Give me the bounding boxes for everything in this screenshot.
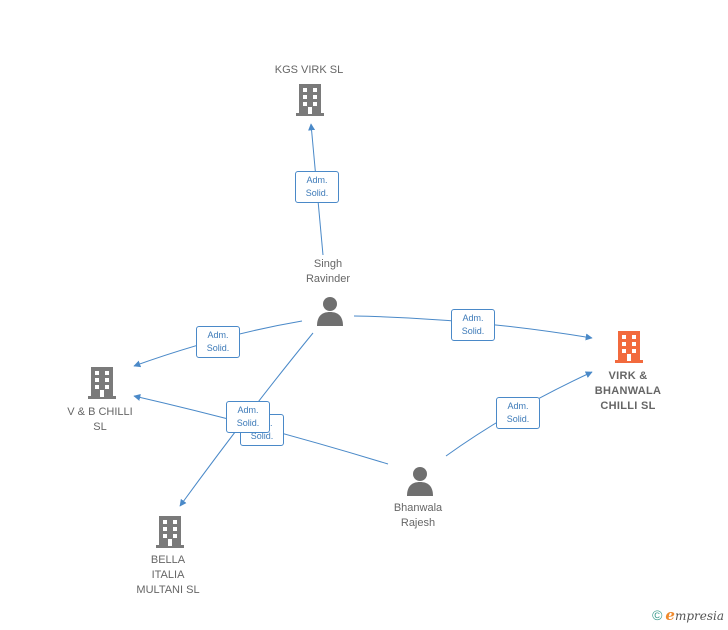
building-icon[interactable]	[88, 367, 116, 399]
role-line: Solid.	[461, 326, 485, 336]
company-label-virk-bhanwala[interactable]: VIRK & BHANWALA CHILLI SL	[576, 369, 680, 414]
edge-label-singh-bella[interactable]: Adm. Solid.	[226, 401, 270, 433]
building-icon[interactable]	[296, 84, 324, 116]
label-line: Rajesh	[400, 517, 436, 529]
label-line: BHANWALA	[594, 385, 662, 397]
role-line: Adm.	[207, 330, 229, 340]
role-line: Solid.	[236, 418, 260, 428]
role-line: Adm.	[306, 175, 328, 185]
label-line: V & B CHILLI	[67, 406, 133, 418]
edge-label-bhanwala-virk[interactable]: Adm. Solid.	[496, 397, 540, 429]
company-label-kgs-virk[interactable]: KGS VIRK SL	[274, 64, 344, 76]
label-line: Singh	[313, 258, 343, 270]
role-line: Solid.	[305, 188, 329, 198]
role-line: Solid.	[206, 343, 230, 353]
building-icon-focus[interactable]	[615, 331, 643, 363]
label-line: ITALIA	[151, 569, 185, 581]
label-line: Ravinder	[305, 273, 351, 285]
person-label-singh-ravinder[interactable]: Singh Ravinder	[280, 257, 376, 287]
label-line: SL	[93, 421, 107, 433]
role-line: Adm.	[507, 401, 529, 411]
person-label-bhanwala-rajesh[interactable]: Bhanwala Rajesh	[370, 501, 466, 531]
role-line: Adm.	[462, 313, 484, 323]
edge-label-singh-kgs[interactable]: Adm. Solid.	[295, 171, 339, 203]
role-line: Solid.	[506, 414, 530, 424]
person-icon[interactable]	[407, 467, 433, 496]
building-icon[interactable]	[156, 516, 184, 548]
label-line: VIRK &	[608, 370, 648, 382]
label-line: BELLA	[150, 554, 186, 566]
company-label-vb-chilli[interactable]: V & B CHILLI SL	[50, 405, 150, 435]
copyright-icon: ©	[652, 607, 663, 623]
label-line: MULTANI SL	[136, 584, 200, 596]
company-label-bella-italia[interactable]: BELLA ITALIA MULTANI SL	[118, 553, 218, 598]
edge-label-singh-vb[interactable]: Adm. Solid.	[196, 326, 240, 358]
label-line: Bhanwala	[393, 502, 443, 514]
role-line: Adm.	[237, 405, 259, 415]
edge-label-singh-virk[interactable]: Adm. Solid.	[451, 309, 495, 341]
person-icon[interactable]	[317, 297, 343, 326]
footer-brand: ©empresia	[652, 606, 724, 624]
label-line: CHILLI SL	[600, 400, 656, 412]
brand-logo: empresia	[665, 606, 724, 624]
role-line: Solid.	[250, 431, 274, 441]
